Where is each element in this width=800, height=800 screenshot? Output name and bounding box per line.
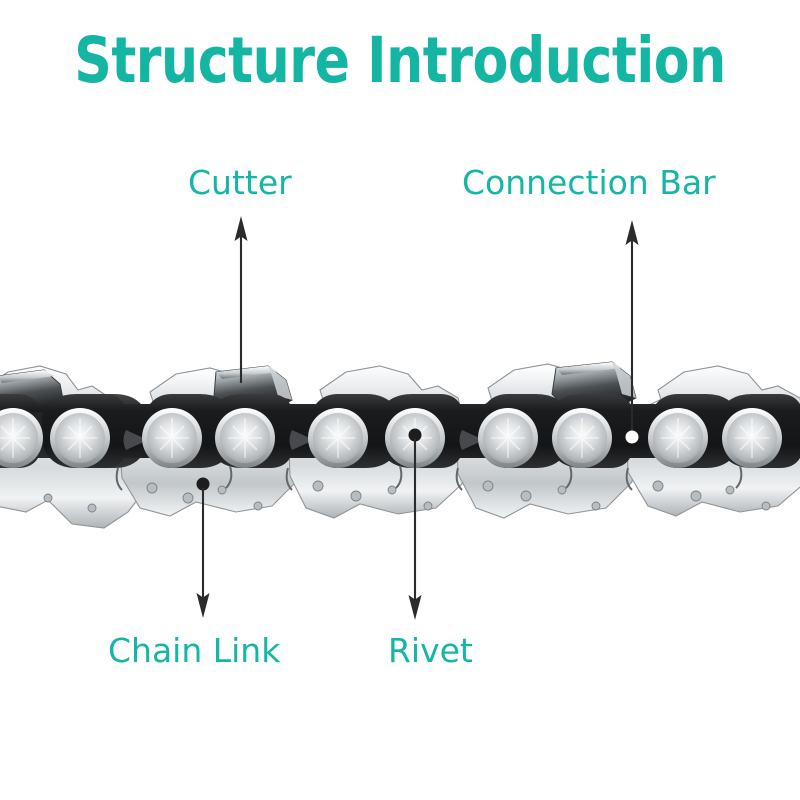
saw-chain-graphic bbox=[0, 361, 800, 529]
callout-arrow-chain-link bbox=[196, 477, 210, 618]
chain-depth-gauge-hooks bbox=[115, 465, 743, 491]
page-title: Structure Introduction bbox=[74, 24, 726, 97]
callout-label-chain-link: Chain Link bbox=[108, 631, 281, 670]
chain-rivets bbox=[0, 408, 782, 468]
callout-label-cutter: Cutter bbox=[188, 163, 292, 202]
callout-arrows bbox=[196, 216, 639, 620]
callout-label-connection-bar: Connection Bar bbox=[462, 163, 716, 202]
callout-arrow-cutter bbox=[234, 216, 248, 383]
chain-plate-detail-holes bbox=[43, 480, 771, 513]
callout-arrow-connection-bar bbox=[625, 220, 639, 444]
callout-arrow-rivet bbox=[408, 428, 422, 620]
callout-label-rivet: Rivet bbox=[388, 631, 473, 670]
